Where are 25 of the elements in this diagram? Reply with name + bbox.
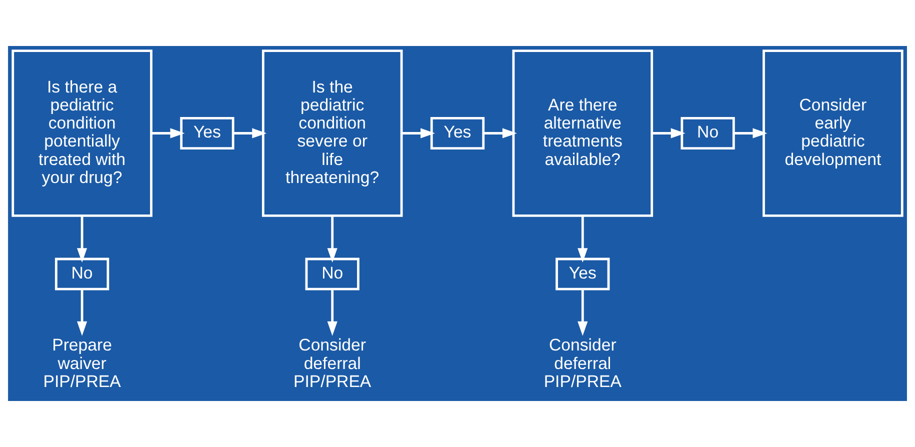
node-text: Prepare waiver PIP/PREA xyxy=(43,336,121,391)
arrow xyxy=(76,216,88,263)
arrow xyxy=(233,128,267,138)
node-box: Yes xyxy=(556,258,610,290)
arrow xyxy=(402,128,436,138)
arrow xyxy=(578,216,588,263)
node-box: Are there alternative treatments available? xyxy=(512,50,654,217)
node-box: Is the pediatric condition severe or life threatening? xyxy=(262,50,403,217)
node-box: Yes xyxy=(180,117,234,150)
arrow xyxy=(327,216,338,263)
arrow xyxy=(76,289,88,336)
node-box: No xyxy=(54,258,110,290)
node-box: Consider early pediatric development xyxy=(762,50,904,217)
node-box: Is there a pediatric condition potentially treated with your drug? xyxy=(12,50,152,217)
arrow xyxy=(652,128,686,138)
arrow xyxy=(578,289,588,336)
arrow xyxy=(151,128,185,138)
arrow xyxy=(734,128,768,138)
arrow xyxy=(327,289,338,336)
node-box: No xyxy=(680,117,735,150)
node-box: Yes xyxy=(430,117,485,150)
node-box: No xyxy=(305,258,360,290)
arrow xyxy=(483,128,517,138)
node-text: Consider deferral PIP/PREA xyxy=(544,336,622,391)
node-text: Consider deferral PIP/PREA xyxy=(294,336,372,391)
